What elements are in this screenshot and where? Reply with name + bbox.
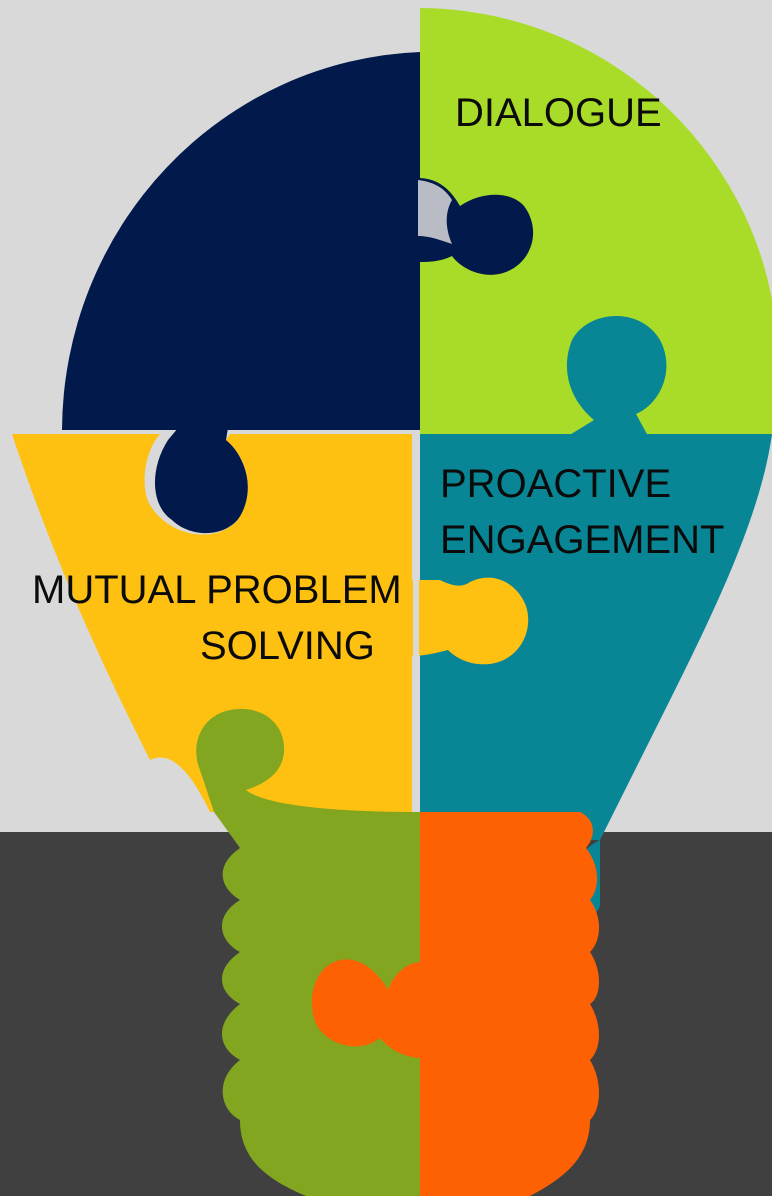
piece-teal-tab — [566, 315, 667, 436]
piece-orange-tab — [311, 959, 422, 1058]
label-proactive-line1: PROACTIVE — [440, 462, 671, 506]
piece-olive-base-left — [196, 708, 420, 1196]
label-mutual-line1: MUTUAL PROBLEM — [32, 568, 402, 612]
piece-orange-base-right — [420, 812, 599, 1196]
piece-yellow-mid-left — [12, 434, 412, 812]
piece-yellow-tab — [410, 577, 529, 665]
label-proactive-line2: ENGAGEMENT — [440, 518, 724, 562]
piece-lime-top-right — [420, 8, 772, 434]
piece-navy-tab — [154, 428, 249, 534]
piece-navy-top-left — [62, 52, 420, 430]
label-dialogue: DIALOGUE — [455, 91, 662, 135]
piece-teal-mid-right — [420, 434, 772, 840]
label-mutual-line2: SOLVING — [200, 624, 375, 668]
notch-light — [418, 180, 452, 244]
